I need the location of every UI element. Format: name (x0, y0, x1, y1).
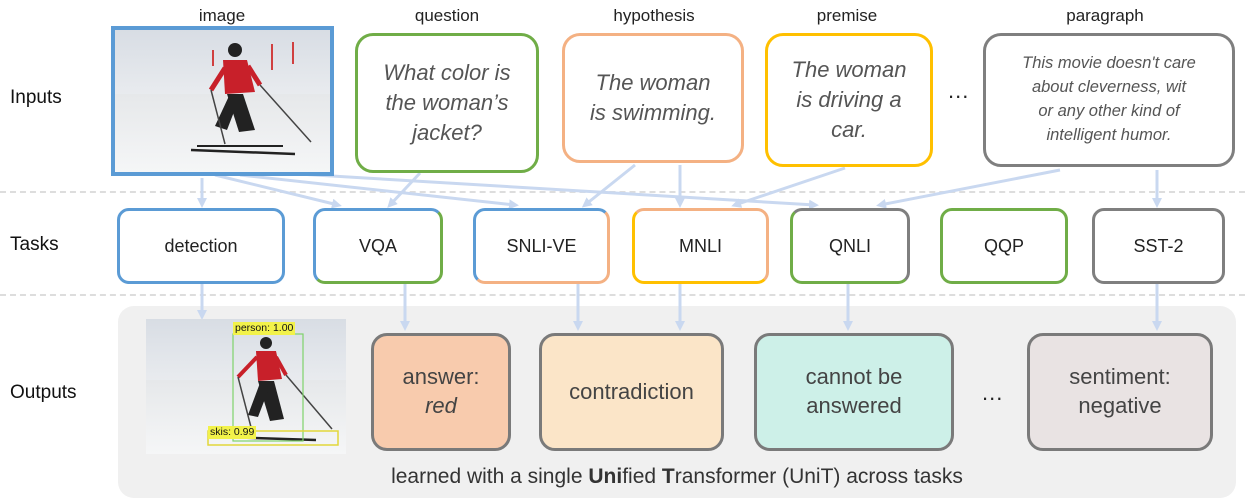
question-line: What color is (383, 60, 511, 86)
caption-part: learned with a single (391, 465, 589, 488)
arrow-image-snlive (239, 173, 519, 210)
input-premise-bubble: The woman is driving a car. (765, 33, 933, 167)
header-hypothesis: hypothesis (613, 6, 695, 25)
answer-value: red (425, 393, 457, 418)
sentiment-line: sentiment: (1069, 364, 1171, 390)
arrow-question-vqa (387, 171, 422, 208)
paragraph-line: This movie doesn't care (1022, 54, 1196, 73)
output-sentiment: sentiment: negative (1027, 333, 1213, 451)
arrow-image-vqa (214, 173, 342, 209)
header-image: image (198, 6, 246, 25)
arrow-image-qnli (264, 170, 819, 210)
paragraph-line: about cleverness, wit (1031, 78, 1187, 97)
task-qqp: QQP (940, 208, 1068, 284)
caption: learned with a single Unified Transforme… (118, 465, 1236, 489)
inputs-ellipsis: ... (948, 78, 970, 103)
arrow-paragraph-qnli (876, 168, 1061, 209)
person-detection-label: person: 1.00 (233, 322, 296, 335)
qnli-line: cannot be (805, 364, 903, 390)
task-label: SST-2 (1133, 235, 1184, 256)
task-label: QQP (983, 235, 1024, 256)
header-paragraph: paragraph (1066, 6, 1144, 25)
paragraph-line: or any other kind of (1038, 102, 1180, 120)
sentiment-line: negative (1078, 393, 1162, 418)
question-line: the woman’s (385, 90, 509, 116)
caption-part: fied (622, 465, 662, 488)
task-vqa: VQA (313, 208, 443, 284)
question-line: jacket? (412, 119, 482, 145)
output-qnli: cannot be answered (754, 333, 954, 451)
detected-skier-illustration (207, 333, 339, 446)
answer-label: answer: (402, 364, 480, 390)
task-label: SNLI-VE (506, 235, 577, 256)
caption-part: ransformer (UniT) across tasks (674, 465, 963, 488)
task-mnli: MNLI (632, 208, 769, 284)
hypothesis-line: is swimming. (590, 100, 716, 125)
skis-detection-label: skis: 0.99 (208, 426, 257, 439)
row-label-inputs: Inputs (10, 87, 62, 108)
header-question: question (414, 6, 480, 25)
output-contradiction: contradiction (539, 333, 724, 451)
task-qnli: QNLI (790, 208, 910, 284)
output-answer: answer: red (371, 333, 511, 451)
task-snli-ve: SNLI-VE (473, 208, 610, 284)
separator-bottom (0, 294, 1245, 296)
input-hypothesis-bubble: The woman is swimming. (562, 33, 744, 163)
qnli-line: answered (806, 393, 902, 418)
row-label-tasks: Tasks (10, 234, 59, 255)
task-sst-2: SST-2 (1092, 208, 1225, 284)
contradiction-text: contradiction (569, 378, 694, 404)
input-question-bubble: What color is the woman’s jacket? (355, 33, 539, 173)
caption-emphasis-t: T (661, 465, 675, 488)
hypothesis-line: The woman (595, 70, 711, 96)
input-paragraph-bubble: This movie doesn't care about cleverness… (983, 33, 1235, 167)
task-label: detection (164, 235, 238, 256)
arrow-hypothesis-snlive (581, 163, 636, 208)
caption-emphasis-uni: Uni (588, 465, 623, 488)
input-image (111, 26, 334, 176)
task-label: VQA (358, 235, 397, 256)
header-premise: premise (816, 6, 878, 25)
arrow-premise-mnli (731, 166, 846, 208)
premise-line: is driving a (796, 87, 902, 113)
detection-output-image: person: 1.00 skis: 0.99 (146, 319, 346, 454)
task-detection: detection (117, 208, 285, 284)
premise-line: The woman (791, 57, 907, 83)
skier-illustration (190, 42, 312, 156)
task-label: MNLI (678, 235, 722, 256)
paragraph-line: intelligent humor. (1046, 125, 1172, 144)
row-label-outputs: Outputs (10, 382, 77, 403)
premise-line: car. (831, 116, 867, 142)
task-label: QNLI (828, 235, 871, 256)
outputs-ellipsis: ... (982, 380, 1004, 405)
